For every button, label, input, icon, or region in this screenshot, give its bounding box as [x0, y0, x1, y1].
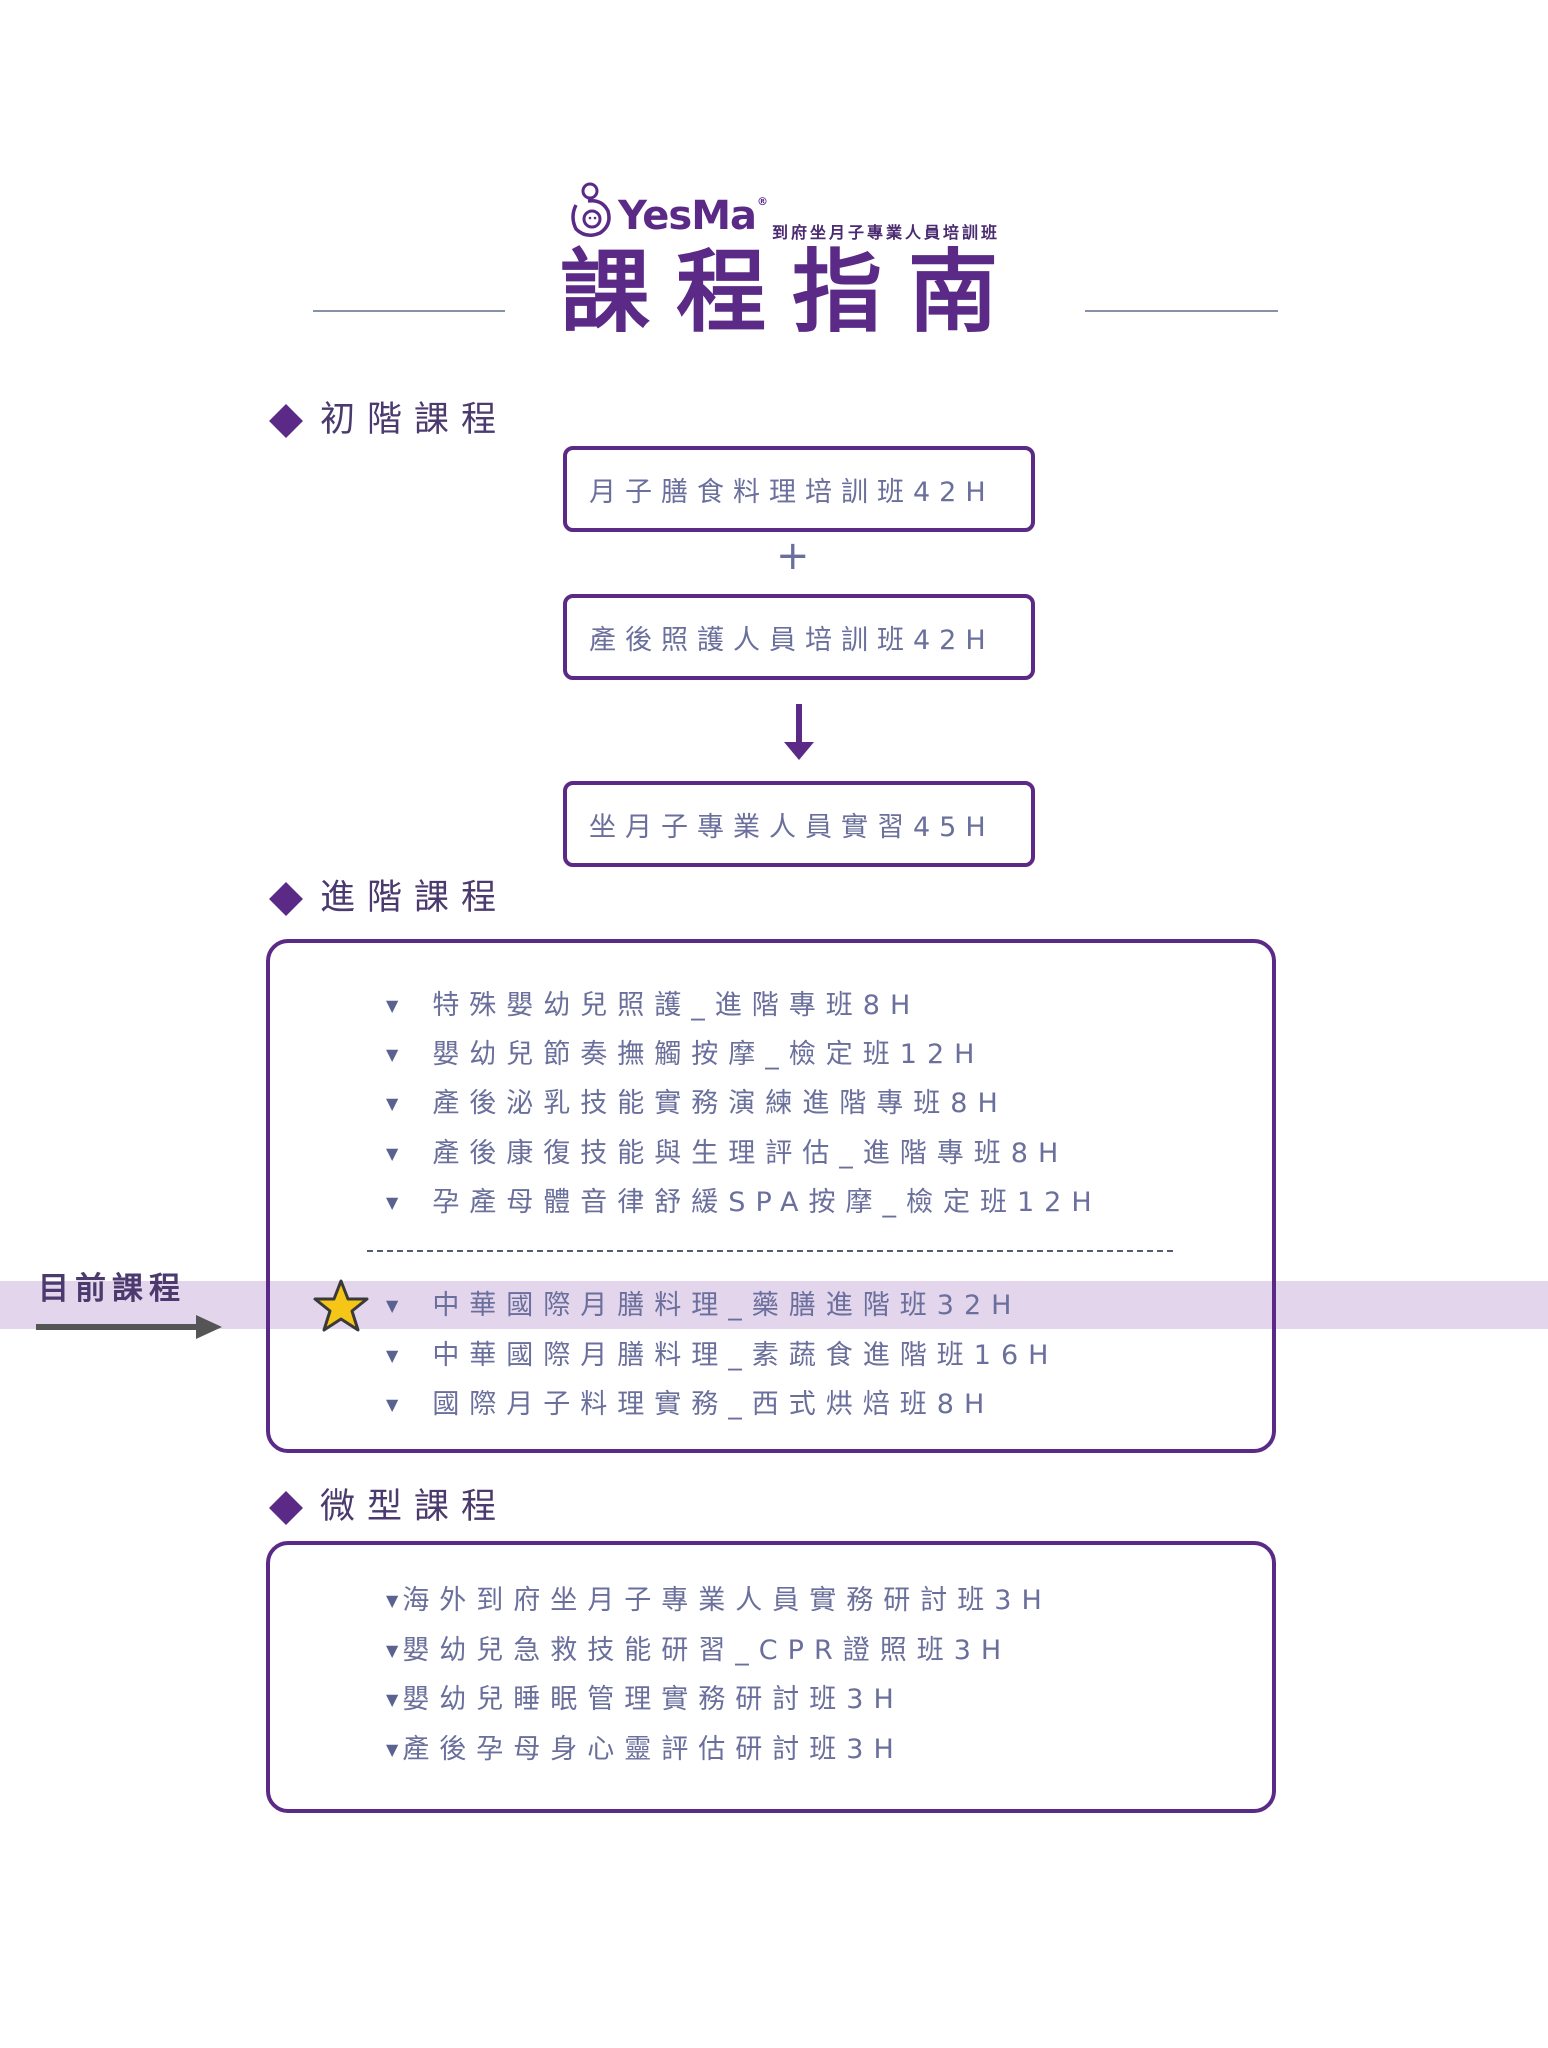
advanced-course-item: ▼嬰幼兒節奏撫觸按摩_檢定班12H: [386, 1039, 985, 1070]
section-micro-title: 微型課程: [320, 1487, 509, 1527]
title-divider-right: [1085, 310, 1278, 312]
triangle-down-icon: ▼: [386, 1143, 399, 1163]
advanced-course-item: ▼國際月子料理實務_西式烘焙班8H: [386, 1389, 995, 1420]
triangle-down-icon: ▼: [386, 1689, 399, 1709]
triangle-down-icon: ▼: [386, 1640, 399, 1660]
diamond-icon: [269, 403, 303, 438]
star-icon: [313, 1279, 369, 1332]
arrow-right-head: [196, 1315, 222, 1339]
arrow-down-icon: [796, 704, 802, 744]
advanced-course-item: ▼產後泌乳技能實務演練進階專班8H: [386, 1088, 1008, 1119]
diamond-icon: [269, 1490, 303, 1525]
micro-course-item: ▼海外到府坐月子專業人員實務研討班3H: [386, 1585, 1052, 1616]
advanced-course-item: ▼中華國際月膳料理_素蔬食進階班16H: [386, 1340, 1059, 1371]
micro-course-box: [266, 1541, 1276, 1813]
current-course-label: 目前課程: [38, 1271, 186, 1307]
brand-subtitle: 到府坐月子專業人員培訓班: [772, 223, 1001, 242]
advanced-course-item: ▼特殊嬰幼兒照護_進階專班8H: [386, 990, 921, 1021]
triangle-down-icon: ▼: [386, 1394, 399, 1414]
section-basic-title: 初階課程: [320, 400, 509, 440]
triangle-down-icon: ▼: [386, 1345, 399, 1365]
advanced-course-item: ▼孕產母體音律舒緩SPA按摩_檢定班12H: [386, 1187, 1102, 1218]
dashed-divider: [367, 1250, 1173, 1252]
micro-course-item: ▼嬰幼兒急救技能研習_CPR證照班3H: [386, 1635, 1012, 1666]
arrow-down-head: [784, 742, 814, 760]
triangle-down-icon: ▼: [386, 1192, 399, 1212]
triangle-down-icon: ▼: [386, 1739, 399, 1759]
triangle-down-icon: ▼: [386, 1590, 399, 1610]
advanced-course-box: [266, 939, 1276, 1453]
diamond-icon: [269, 881, 303, 916]
triangle-down-icon: ▼: [386, 1044, 399, 1064]
advanced-course-item-current: ▼中華國際月膳料理_藥膳進階班32H: [386, 1290, 1022, 1321]
basic-course-2: 產後照護人員培訓班42H: [563, 594, 1035, 680]
micro-course-item: ▼嬰幼兒睡眠管理實務研討班3H: [386, 1684, 904, 1715]
section-advanced-title: 進階課程: [320, 878, 509, 918]
triangle-down-icon: ▼: [386, 1093, 399, 1113]
advanced-course-item: ▼產後康復技能與生理評估_進階專班8H: [386, 1138, 1069, 1169]
basic-course-3: 坐月子專業人員實習45H: [563, 781, 1035, 867]
mother-baby-icon: [571, 182, 611, 237]
arrow-right-icon: [36, 1324, 198, 1330]
current-course-highlight: [0, 1281, 1548, 1329]
page-title: 課程指南: [560, 240, 1024, 345]
micro-course-item: ▼產後孕母身心靈評估研討班3H: [386, 1734, 904, 1765]
triangle-down-icon: ▼: [386, 1295, 399, 1315]
plus-sign: +: [776, 533, 810, 579]
brand-logo-text: YesMa®: [618, 193, 768, 239]
triangle-down-icon: ▼: [386, 995, 399, 1015]
section-advanced-header: 進階課程: [268, 881, 508, 916]
section-basic-header: 初階課程: [268, 403, 508, 438]
section-micro-header: 微型課程: [268, 1490, 508, 1525]
title-divider-left: [313, 310, 505, 312]
basic-course-1: 月子膳食料理培訓班42H: [563, 446, 1035, 532]
